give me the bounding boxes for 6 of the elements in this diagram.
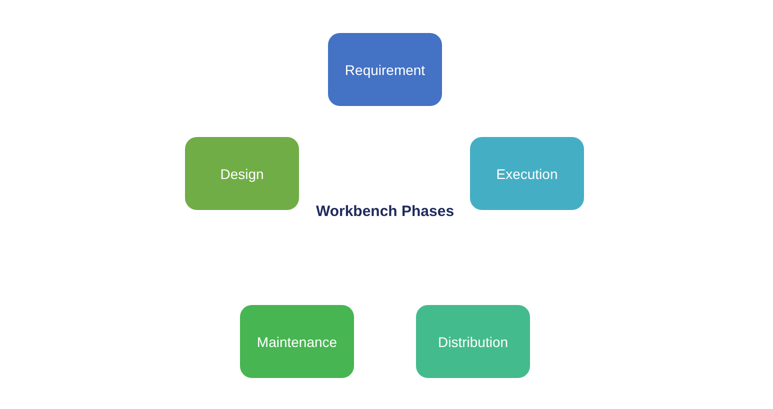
diagram-title: Workbench Phases xyxy=(314,203,456,220)
phase-box: Execution xyxy=(470,137,584,210)
phase-box: Distribution xyxy=(416,305,530,378)
phase-box: Maintenance xyxy=(240,305,354,378)
phase-box: Design xyxy=(185,137,299,210)
phase-box: Requirement xyxy=(328,33,442,106)
